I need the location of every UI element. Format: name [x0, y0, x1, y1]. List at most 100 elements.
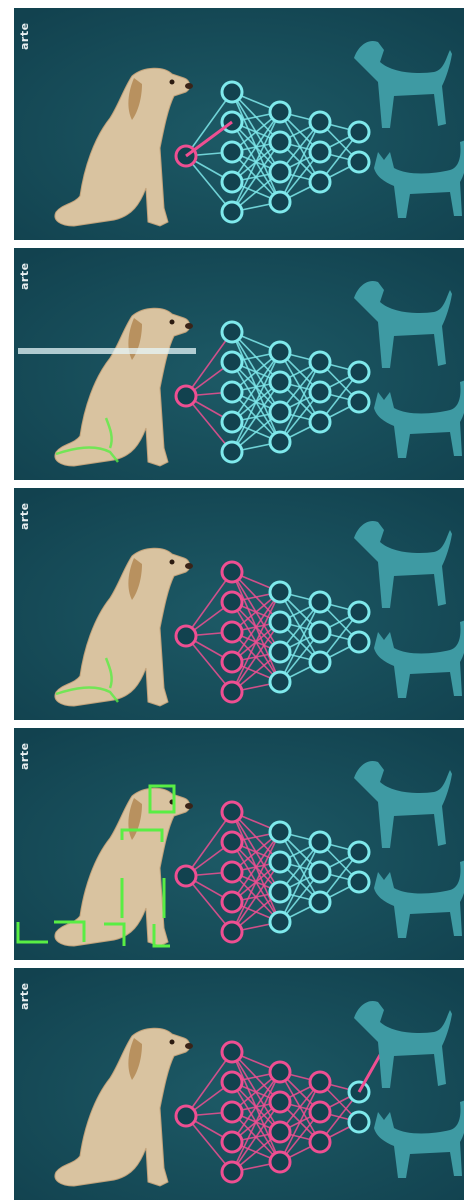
panel-illustration: [14, 8, 464, 240]
network-node: [308, 110, 332, 134]
panel-step-3: arte: [14, 488, 464, 720]
network-node: [268, 580, 292, 604]
arte-logo-text: arte: [18, 22, 31, 50]
network-node: [308, 410, 332, 434]
network-node: [220, 1040, 244, 1064]
network-node: [268, 370, 292, 394]
network-node: [220, 800, 244, 824]
network-node: [220, 650, 244, 674]
detection-chest-box: [120, 828, 166, 918]
dog-body: [54, 307, 191, 467]
neural-network-icon: [174, 560, 371, 704]
network-connection: [185, 91, 233, 157]
network-node: [268, 400, 292, 424]
detection-boxes: [16, 784, 176, 948]
network-node: [308, 860, 332, 884]
network-node: [220, 380, 244, 404]
network-node: [347, 630, 371, 654]
network-connection: [185, 875, 233, 933]
network-node: [268, 850, 292, 874]
network-connection: [231, 141, 281, 213]
network-node: [220, 1130, 244, 1154]
network-node: [174, 864, 198, 888]
network-node: [347, 840, 371, 864]
network-node: [308, 890, 332, 914]
network-node: [268, 1090, 292, 1114]
network-node: [220, 1100, 244, 1124]
dog-nose: [185, 1043, 193, 1049]
network-connection: [185, 395, 233, 453]
dog-body: [54, 67, 191, 227]
cat-silhouette-icon: [374, 140, 464, 218]
dog-body: [54, 787, 191, 947]
dog-eye: [169, 79, 175, 85]
network-node: [308, 620, 332, 644]
cat-silhouette-icon: [374, 1100, 464, 1178]
neural-network-icon: [174, 800, 371, 944]
network-node: [268, 190, 292, 214]
network-node: [268, 430, 292, 454]
cat-silhouette-icon: [374, 620, 464, 698]
network-node: [268, 640, 292, 664]
network-node: [220, 890, 244, 914]
network-node: [268, 130, 292, 154]
network-node: [308, 650, 332, 674]
dog-eye: [169, 319, 175, 325]
network-connection: [279, 601, 321, 683]
network-node: [220, 440, 244, 464]
network-node: [308, 1130, 332, 1154]
network-node: [220, 920, 244, 944]
network-node: [308, 1070, 332, 1094]
network-connection: [231, 351, 281, 453]
network-node: [308, 830, 332, 854]
arte-logo-text: arte: [18, 502, 31, 530]
arte-logo-text: arte: [18, 982, 31, 1010]
arte-logo: arte: [16, 254, 31, 294]
neural-network-icon: [174, 320, 371, 464]
dog-silhouette-icon: [354, 40, 452, 128]
dog-photo: [54, 67, 193, 227]
arte-logo: arte: [16, 974, 31, 1014]
network-node: [220, 830, 244, 854]
panel-step-4: arte: [14, 728, 464, 960]
network-connection: [185, 635, 233, 693]
network-connection: [279, 361, 321, 443]
network-node: [268, 160, 292, 184]
arte-logo: arte: [16, 734, 31, 774]
network-node: [268, 1150, 292, 1174]
network-connection: [185, 331, 233, 397]
input-link: [185, 120, 233, 158]
network-node: [268, 670, 292, 694]
network-node: [220, 350, 244, 374]
cat-silhouette-icon: [374, 380, 464, 458]
dog-photo: [54, 1027, 193, 1187]
network-connection: [279, 841, 321, 923]
detection-paws-box: [16, 920, 170, 948]
network-connection: [231, 111, 281, 183]
network-connection: [185, 811, 233, 877]
network-node: [220, 80, 244, 104]
network-node: [220, 1070, 244, 1094]
detection-outline: [55, 417, 119, 463]
network-node: [268, 340, 292, 364]
network-node: [347, 600, 371, 624]
network-connection: [185, 1051, 233, 1117]
network-node: [308, 140, 332, 164]
network-node: [308, 380, 332, 404]
cat-silhouette-icon: [374, 860, 464, 938]
network-node: [268, 610, 292, 634]
detection-outline: [55, 657, 119, 703]
dog-ear: [128, 558, 142, 600]
network-connection: [231, 831, 281, 903]
panel-step-2: arte: [14, 248, 464, 480]
network-connection: [231, 591, 281, 663]
network-node: [268, 1120, 292, 1144]
network-node: [268, 820, 292, 844]
arte-logo: arte: [16, 14, 31, 54]
network-node: [220, 410, 244, 434]
dog-nose: [185, 563, 193, 569]
network-connection: [231, 861, 281, 933]
dog-ear: [128, 1038, 142, 1080]
panel-illustration: [14, 248, 464, 480]
panel-step-1: arte: [14, 8, 464, 240]
